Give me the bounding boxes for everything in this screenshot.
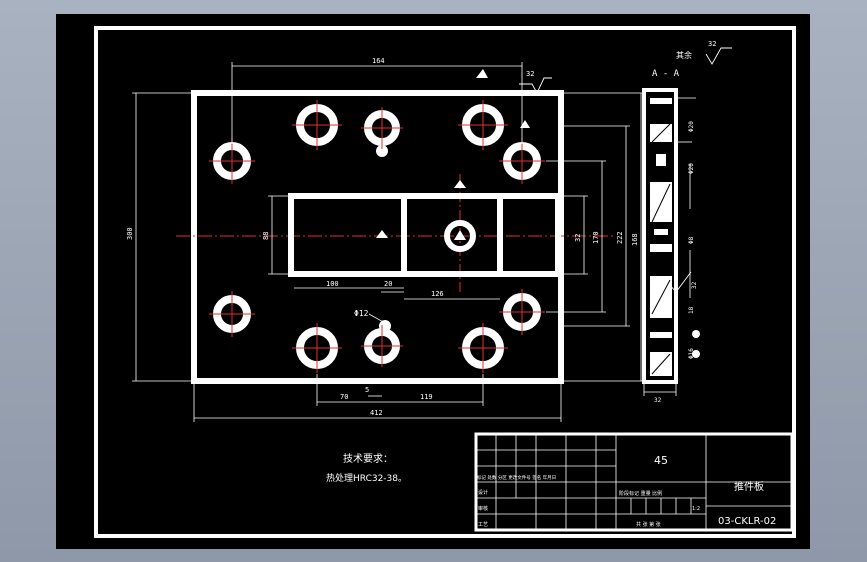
tb-part-name: 推件板 — [734, 480, 764, 493]
title-block: 45 推件板 03-CKLR-02 标记 处数 分区 更改文件号 签名 年月日 … — [474, 432, 794, 532]
tb-sheet-info: 共 张 第 张 — [636, 521, 661, 528]
rough-general: 32 — [708, 40, 716, 48]
tb-scale: 1:2 — [692, 506, 700, 512]
center-hole — [444, 220, 476, 252]
notes-title: 技术要求： — [343, 452, 393, 465]
dim-height-left: 300 — [126, 227, 134, 240]
dim-126: 126 — [431, 290, 444, 298]
slot-left — [288, 193, 407, 277]
rough-top: 32 — [526, 70, 534, 78]
plate-front-view — [176, 69, 616, 384]
side-dim-20b: Φ20 — [688, 163, 695, 174]
cad-drawing: 164 32 300 88 100 20 126 32 170 222 168 … — [94, 26, 796, 538]
drawing-frame — [94, 26, 796, 538]
dim-20: 20 — [384, 280, 392, 288]
section-label: A - A — [652, 69, 680, 79]
side-dim-32: 32 — [654, 397, 662, 404]
dim-170: 170 — [592, 231, 600, 244]
dim-412: 412 — [370, 409, 383, 417]
dim-168: 168 — [631, 233, 639, 246]
side-rough: 32 — [691, 281, 698, 289]
dim-119: 119 — [420, 393, 433, 401]
slot-right — [497, 193, 561, 277]
drawing-viewport[interactable]: 164 32 300 88 100 20 126 32 170 222 168 … — [56, 14, 810, 549]
dim-overall-width: 164 — [372, 57, 385, 65]
tb-material: 45 — [654, 454, 668, 467]
notes-line1: 热处理HRC32-38。 — [326, 472, 407, 484]
section-view-a-a: Φ20 Φ20 Φ8 18 Φ16 32 32 — [642, 88, 700, 404]
technical-notes: 技术要求： 热处理HRC32-38。 — [326, 452, 407, 484]
dim-222: 222 — [616, 231, 624, 244]
dim-5: 5 — [365, 386, 369, 394]
tb-col-labels: 标记 处数 分区 更改文件号 签名 年月日 — [477, 474, 556, 481]
dim-100: 100 — [326, 280, 339, 288]
tb-row-design: 设计 — [478, 489, 488, 496]
slot-middle — [401, 193, 503, 277]
side-dim-20a: Φ20 — [688, 121, 695, 132]
dimension-lines — [132, 62, 646, 422]
side-dim-16: Φ16 — [688, 348, 695, 359]
side-dim-8: Φ8 — [688, 236, 695, 244]
tb-stage-labels: 阶段标记 重量 比例 — [619, 490, 662, 497]
label-hole: Φ12 — [354, 309, 369, 318]
tb-row-process: 工艺 — [478, 522, 488, 528]
tb-row-check: 审核 — [478, 505, 488, 512]
tb-drawing-no: 03-CKLR-02 — [718, 516, 776, 527]
dim-32-mid: 32 — [574, 234, 582, 242]
dim-slot-left: 88 — [262, 232, 270, 240]
dim-70: 70 — [340, 393, 348, 401]
label-other-surfaces: 其余 — [676, 50, 692, 60]
side-dim-18: 18 — [688, 306, 695, 314]
